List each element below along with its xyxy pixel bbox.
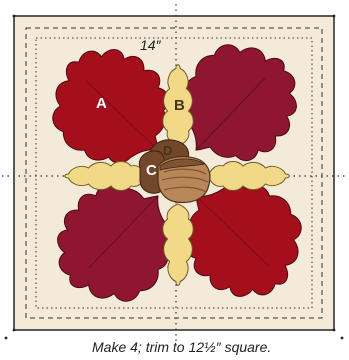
acorn-nut (158, 157, 210, 203)
label-d: D (163, 143, 172, 158)
label-b: B (174, 97, 185, 114)
label-a: A (96, 95, 107, 112)
caption: Make 4; trim to 12½″ square. (92, 339, 271, 355)
label-c: C (146, 162, 157, 179)
dimension-label: 14″ (140, 37, 162, 53)
